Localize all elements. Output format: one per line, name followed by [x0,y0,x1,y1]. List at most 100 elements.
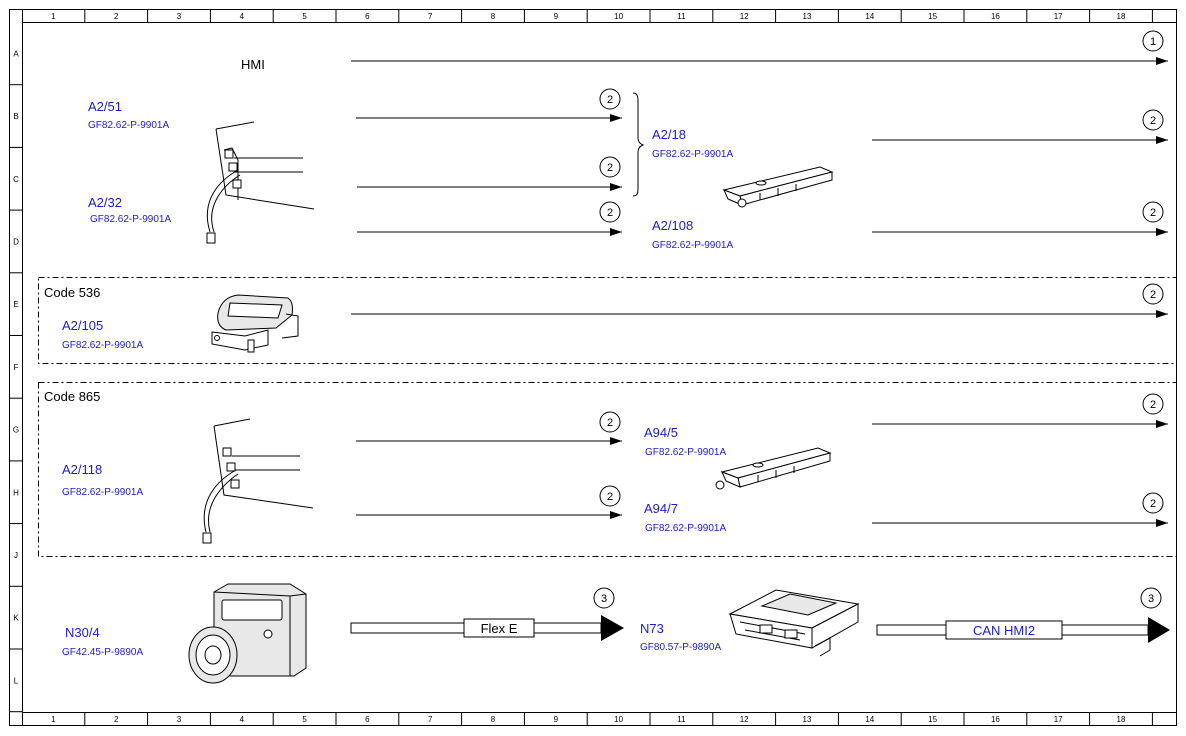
grid-column-label: 15 [928,12,937,21]
a2-118-antenna-drawing [202,418,314,544]
a2-51-ref: GF82.62-P-9901A [88,120,169,131]
grid-column-label: 17 [1054,715,1063,724]
can-hmi2-bubble: 3 [1140,587,1162,609]
grid-column-label: 18 [1117,12,1126,21]
grid-column-label: 9 [554,12,559,21]
svg-text:2: 2 [1150,289,1156,301]
grid-column-label: 18 [1117,715,1126,724]
grid-column-label: 4 [240,12,245,21]
a2-108-id: A2/108 [652,218,693,233]
code-865-label: Code 865 [44,389,100,404]
a2-32-bubble: 2 [599,156,621,178]
grid-column-label: 11 [677,715,686,724]
svg-text:1: 1 [1150,36,1156,48]
can-hmi2-label: CAN HMI2 [973,623,1035,638]
a2-18-out-bubble: 2 [1142,109,1164,131]
svg-text:3: 3 [1148,593,1154,605]
a2-105-module-drawing [211,294,299,353]
grid-column-label: 15 [928,715,937,724]
grid-column-label: 14 [865,12,874,21]
grid-column-label: 8 [491,12,496,21]
a94-module-drawing [715,447,832,490]
grid-row-label: K [13,614,19,623]
a2-18-ref: GF82.62-P-9901A [652,149,733,160]
a2-32-lower-bubble: 2 [599,201,621,223]
grid-row-label: H [13,488,19,497]
grid-column-label: 12 [740,12,749,21]
a94-5-out-bubble: 2 [1142,393,1164,415]
svg-text:2: 2 [607,491,613,503]
can-hmi2-bus: CAN HMI2 [876,617,1170,643]
grid-column-label: 4 [240,715,245,724]
brace [632,92,645,197]
svg-text:2: 2 [607,207,613,219]
svg-text:2: 2 [607,417,613,429]
grid-row-label: A [13,49,19,58]
grid-ticks: 1122334455667788991010111112121313141415… [10,10,1153,726]
grid-row-label: L [14,676,19,685]
grid-column-label: 11 [677,12,686,21]
a2-105-ref: GF82.62-P-9901A [62,340,143,351]
grid-column-label: 6 [365,715,370,724]
svg-text:2: 2 [1150,399,1156,411]
grid-row-label: C [13,175,19,184]
grid-row-label: F [14,363,19,372]
grid-column-label: 16 [991,12,1000,21]
a94-5-ref: GF82.62-P-9901A [645,447,726,458]
a2-18-module-drawing [722,166,834,208]
outer-frame [9,9,1177,726]
grid-column-label: 7 [428,715,433,724]
grid-column-label: 6 [365,12,370,21]
grid-row-label: D [13,237,19,246]
code-536-label: Code 536 [44,285,100,300]
grid-column-label: 10 [614,12,623,21]
n30-4-abs-unit-drawing [188,583,307,684]
grid-column-label: 17 [1054,12,1063,21]
a94-5-id: A94/5 [644,425,678,440]
a2-32-ref: GF82.62-P-9901A [90,214,171,225]
grid-column-label: 3 [177,715,182,724]
flex-e-bus: Flex E [350,615,624,641]
grid-column-label: 5 [302,12,307,21]
code-865-group-box [38,382,1177,557]
svg-text:2: 2 [1150,498,1156,510]
grid-row-label: J [14,551,18,560]
a2-118-ref: GF82.62-P-9901A [62,487,143,498]
n73-id: N73 [640,621,664,636]
grid-row-label: E [13,300,18,309]
flex-e-label: Flex E [481,621,518,636]
a94-7-id: A94/7 [644,501,678,516]
grid-column-label: 13 [803,12,812,21]
svg-text:2: 2 [1150,207,1156,219]
a2-18-id: A2/18 [652,127,686,142]
grid-column-label: 9 [554,715,559,724]
grid-row-label: B [13,112,18,121]
a94-7-ref: GF82.62-P-9901A [645,523,726,534]
antenna-amplifier-drawing [206,121,315,244]
a2-105-id: A2/105 [62,318,103,333]
n30-4-id: N30/4 [65,625,100,640]
a2-118-lower-bubble: 2 [599,485,621,507]
grid-column-label: 8 [491,715,496,724]
svg-text:2: 2 [607,94,613,106]
a2-108-out-bubble: 2 [1142,201,1164,223]
a2-118-id: A2/118 [62,462,102,477]
svg-text:2: 2 [607,162,613,174]
code-536-bubble: 2 [1142,283,1164,305]
grid-column-label: 1 [51,12,56,21]
grid-column-label: 10 [614,715,623,724]
grid-column-label: 7 [428,12,433,21]
n73-control-unit-drawing [728,589,860,657]
n30-4-ref: GF42.45-P-9890A [62,647,143,658]
grid-column-label: 12 [740,715,749,724]
flex-e-bubble: 3 [593,587,615,609]
svg-text:2: 2 [1150,115,1156,127]
code-536-group-box [38,277,1177,364]
grid-column-label: 5 [302,715,307,724]
grid-column-label: 2 [114,12,119,21]
grid-column-label: 2 [114,715,119,724]
grid-column-label: 3 [177,12,182,21]
a2-51-bubble: 2 [599,88,621,110]
a2-51-id: A2/51 [88,99,122,114]
